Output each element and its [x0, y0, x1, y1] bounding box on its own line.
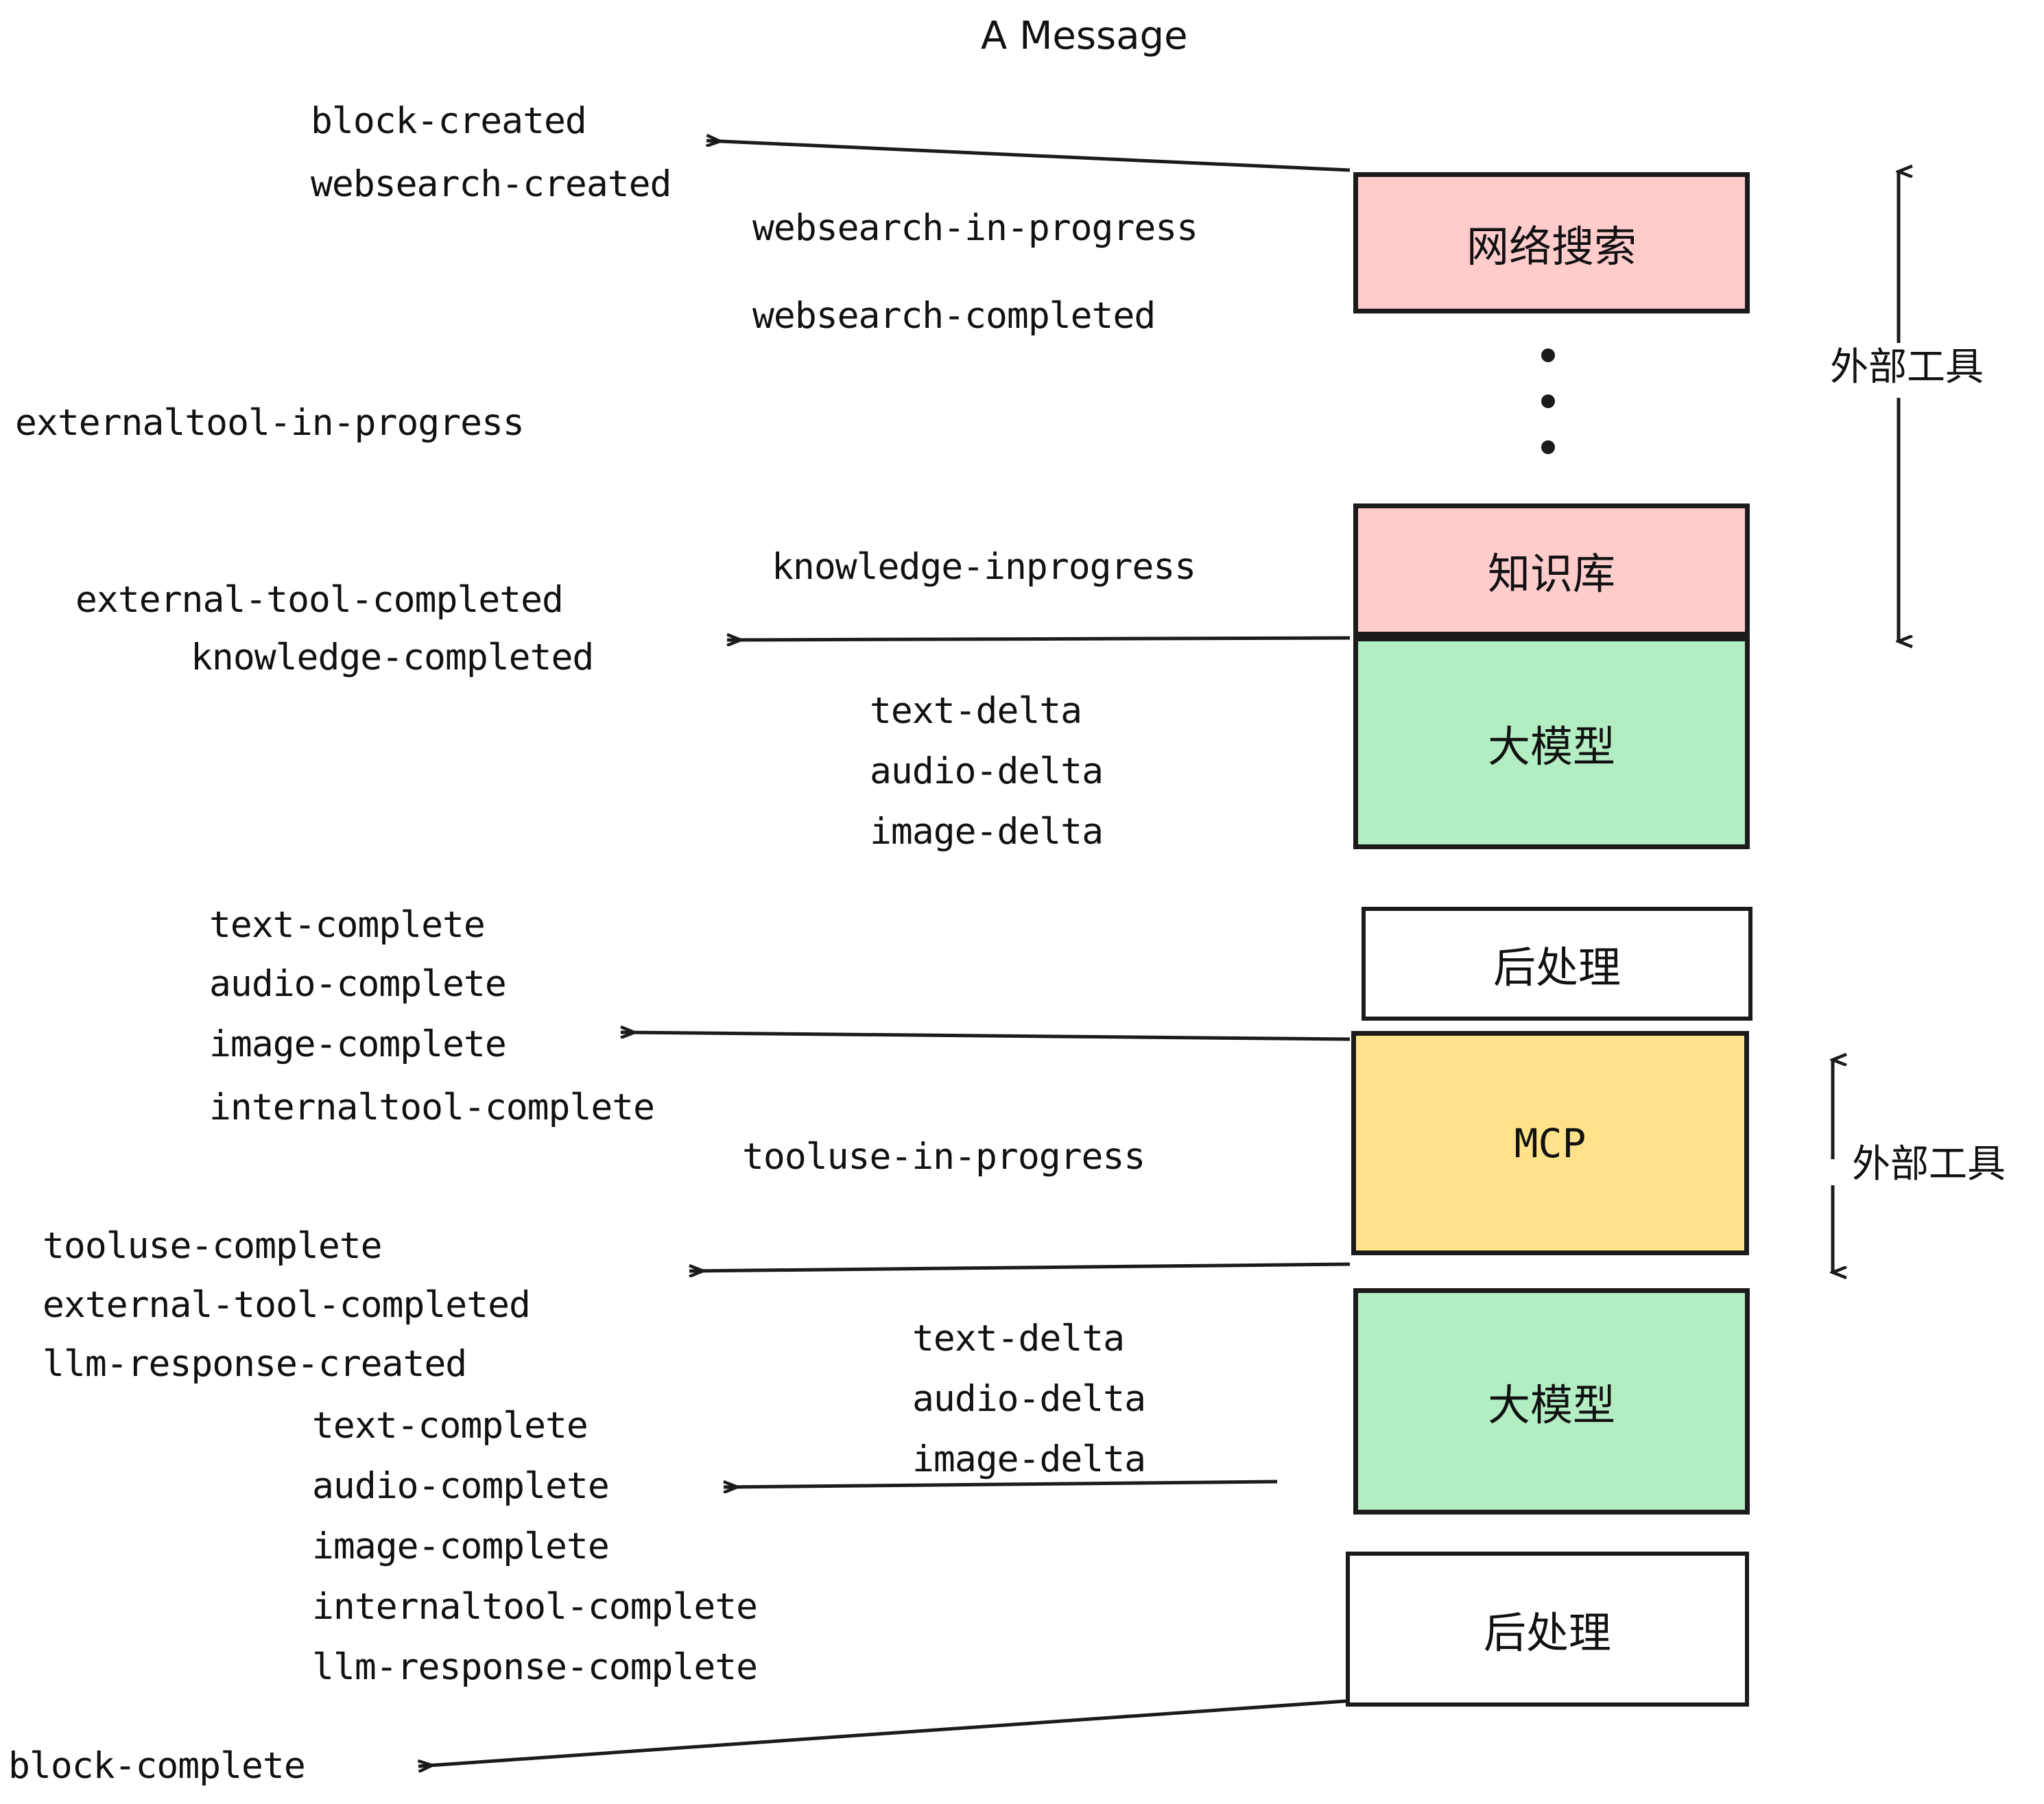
- event-tooluse-complete: tooluse-complete: [43, 1225, 383, 1267]
- event-text-delta-1: text-delta: [870, 690, 1082, 732]
- event-tooluse-in-progress: tooluse-in-progress: [742, 1136, 1145, 1178]
- node-websearch[interactable]: 网络搜索: [1353, 172, 1750, 313]
- side-label-external-tools-top: 外部工具: [1830, 345, 1984, 390]
- event-audio-delta-2: audio-delta: [912, 1378, 1146, 1420]
- event-llm-response-created: llm-response-created: [43, 1343, 467, 1385]
- event-block-complete: block-complete: [8, 1745, 306, 1787]
- side-label-external-tools-bottom: 外部工具: [1852, 1142, 2006, 1187]
- event-internaltool-complete-1: internaltool-complete: [209, 1087, 655, 1128]
- event-knowledge-inprogress: knowledge-inprogress: [772, 546, 1196, 588]
- vertical-ellipsis: [1540, 340, 1556, 463]
- ellipsis-dot: [1541, 394, 1555, 408]
- node-postprocess-1-label: 后处理: [1493, 942, 1621, 993]
- event-websearch-in-progress: websearch-in-progress: [752, 207, 1198, 249]
- event-block-created: block-created: [311, 100, 587, 142]
- node-websearch-label: 网络搜索: [1466, 222, 1637, 272]
- event-externaltool-in-progress: externaltool-in-progress: [15, 402, 525, 444]
- node-llm-2-label: 大模型: [1487, 1380, 1615, 1430]
- event-knowledge-completed: knowledge-completed: [191, 637, 594, 678]
- node-mcp[interactable]: MCP: [1351, 1031, 1749, 1255]
- event-text-complete-2: text-complete: [312, 1405, 589, 1447]
- node-postprocess-2[interactable]: 后处理: [1346, 1552, 1749, 1707]
- event-text-delta-2: text-delta: [912, 1318, 1125, 1360]
- node-knowledgebase-label: 知识库: [1487, 549, 1615, 599]
- event-text-complete-1: text-complete: [209, 904, 486, 946]
- event-external-tool-completed-2: external-tool-completed: [43, 1284, 531, 1326]
- node-postprocess-1[interactable]: 后处理: [1362, 907, 1752, 1021]
- event-internaltool-complete-2: internaltool-complete: [312, 1586, 758, 1628]
- node-knowledgebase[interactable]: 知识库: [1353, 503, 1750, 637]
- event-image-delta-2: image-delta: [912, 1438, 1146, 1480]
- event-image-delta-1: image-delta: [870, 811, 1104, 853]
- node-postprocess-2-label: 后处理: [1483, 1608, 1611, 1658]
- event-image-complete-1: image-complete: [209, 1023, 507, 1065]
- event-llm-response-complete: llm-response-complete: [312, 1646, 758, 1688]
- event-external-tool-completed-1: external-tool-completed: [75, 579, 564, 621]
- event-websearch-completed: websearch-completed: [752, 295, 1156, 337]
- ellipsis-dot: [1541, 440, 1555, 454]
- event-websearch-created: websearch-created: [311, 163, 672, 205]
- ellipsis-dot: [1541, 348, 1555, 362]
- event-audio-delta-1: audio-delta: [870, 750, 1104, 792]
- node-llm-2[interactable]: 大模型: [1353, 1288, 1750, 1515]
- node-llm-1[interactable]: 大模型: [1353, 637, 1750, 849]
- page-title: A Message: [981, 14, 1188, 58]
- node-mcp-label: MCP: [1514, 1119, 1587, 1167]
- event-audio-complete-2: audio-complete: [312, 1465, 610, 1507]
- event-image-complete-2: image-complete: [312, 1526, 610, 1567]
- node-llm-1-label: 大模型: [1487, 722, 1615, 772]
- event-audio-complete-1: audio-complete: [209, 963, 507, 1005]
